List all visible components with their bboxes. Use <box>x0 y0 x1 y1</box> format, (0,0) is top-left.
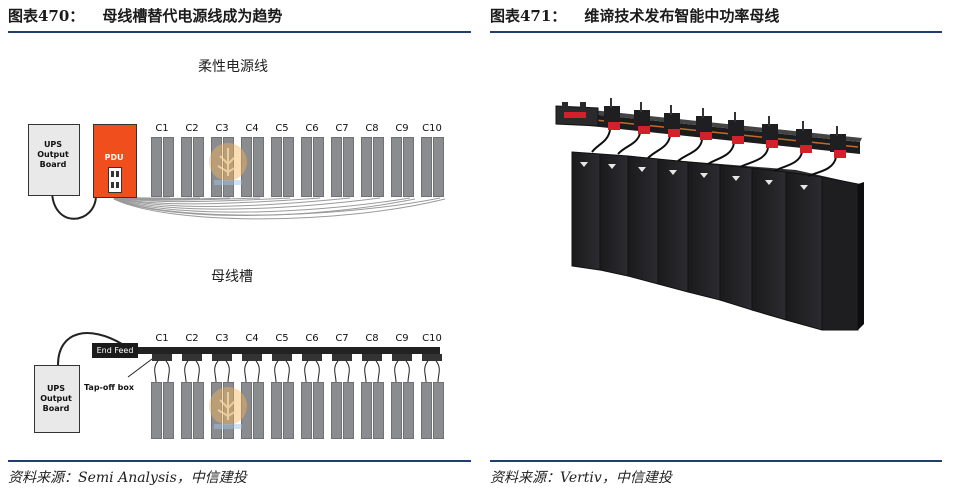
right-header-rule <box>490 31 942 33</box>
rack <box>331 137 342 197</box>
busbar-diagram <box>57 332 442 383</box>
rack <box>253 137 264 197</box>
rack <box>211 382 222 439</box>
top-col-label: C3 <box>215 123 229 134</box>
rack <box>403 137 414 197</box>
right-source-note: 资料来源：Vertiv，中信建投 <box>490 470 672 486</box>
rack <box>193 382 204 439</box>
rack <box>271 137 282 197</box>
bottom-col-label: C3 <box>215 333 229 344</box>
pdu-label: PDU <box>104 153 124 162</box>
rack <box>361 382 372 439</box>
bottom-col-label: C6 <box>305 333 319 344</box>
rack <box>421 382 432 439</box>
watermark-logo <box>209 387 247 429</box>
bottom-col-label: C9 <box>395 333 409 344</box>
rack <box>151 382 162 439</box>
left-figure-title: 图表470： 母线槽替代电源线成为趋势 <box>8 5 282 26</box>
bottom-col-label: C7 <box>335 333 349 344</box>
rack <box>433 137 444 197</box>
left-footer-rule <box>8 460 471 462</box>
rack <box>283 382 294 439</box>
rack <box>343 382 354 439</box>
top-ups-box <box>28 124 80 196</box>
rack <box>403 382 414 439</box>
rack <box>163 137 174 197</box>
bottom-ups-label: UPS Output Board <box>40 384 72 413</box>
bottom-ups-box <box>34 365 80 433</box>
rack <box>241 382 252 439</box>
rack <box>283 137 294 197</box>
top-diagram-title: 柔性电源线 <box>198 59 268 75</box>
watermark-logo <box>209 143 247 185</box>
rack <box>421 137 432 197</box>
rack <box>343 137 354 197</box>
rack <box>331 382 342 439</box>
vertiv-busway-product-image <box>555 98 864 331</box>
rack <box>313 137 324 197</box>
cabinet-row <box>571 151 864 331</box>
right-figure-caption: 维谛技术发布智能中功率母线 <box>584 7 780 25</box>
top-col-label: C5 <box>275 123 289 134</box>
tap-off-boxes <box>604 98 846 158</box>
rack <box>301 137 312 197</box>
bottom-col-label: C10 <box>422 333 442 344</box>
top-col-label: C10 <box>422 123 442 134</box>
end-feed-unit <box>555 102 599 127</box>
left-header-rule <box>8 31 471 33</box>
bottom-col-label: C2 <box>185 333 199 344</box>
rack <box>391 137 402 197</box>
top-col-label: C4 <box>245 123 259 134</box>
top-col-label: C2 <box>185 123 199 134</box>
top-col-label: C6 <box>305 123 319 134</box>
top-col-label: C8 <box>365 123 379 134</box>
left-figure-caption: 母线槽替代电源线成为趋势 <box>102 7 283 25</box>
right-figure-number: 图表471： <box>490 7 567 25</box>
bottom-col-label: C8 <box>365 333 379 344</box>
left-source-note: 资料来源：Semi Analysis，中信建投 <box>8 470 247 486</box>
rack <box>313 382 324 439</box>
rack <box>253 382 264 439</box>
rack <box>373 137 384 197</box>
rack <box>181 137 192 197</box>
bottom-diagram-title: 母线槽 <box>211 269 253 285</box>
rack <box>433 382 444 439</box>
right-figure-title: 图表471： 维谛技术发布智能中功率母线 <box>490 5 779 26</box>
top-col-label: C9 <box>395 123 409 134</box>
rack <box>301 382 312 439</box>
rack <box>271 382 282 439</box>
rack <box>193 137 204 197</box>
end-feed-box <box>92 343 138 358</box>
rack <box>373 382 384 439</box>
bottom-col-label: C1 <box>155 333 169 344</box>
right-footer-rule <box>490 460 942 462</box>
bottom-col-label: C4 <box>245 333 259 344</box>
right-figure-panel <box>480 34 950 458</box>
rack <box>391 382 402 439</box>
top-col-label: C7 <box>335 123 349 134</box>
top-ups-label: UPS Output Board <box>37 140 69 169</box>
left-figure-number: 图表470： <box>8 7 85 25</box>
bottom-col-label: C5 <box>275 333 289 344</box>
tap-off-label: Tap-off box <box>84 383 135 392</box>
rack <box>163 382 174 439</box>
end-feed-label: End Feed <box>96 346 134 355</box>
pdu-outlet-icon <box>108 167 122 193</box>
left-figure-panel: 柔性电源线 UPS Output Board PDU C1 C2 <box>0 0 480 460</box>
top-col-label: C1 <box>155 123 169 134</box>
rack <box>181 382 192 439</box>
rack <box>241 137 252 197</box>
rack <box>361 137 372 197</box>
rack <box>151 137 162 197</box>
